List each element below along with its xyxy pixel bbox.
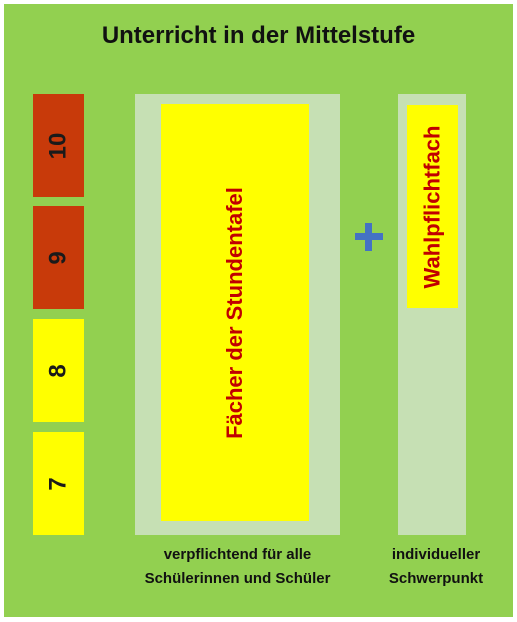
plus-icon <box>355 223 383 251</box>
grade-label-10: 10 <box>44 132 72 159</box>
grade-label-7: 7 <box>44 476 72 491</box>
grade-label-8: 8 <box>44 363 72 378</box>
mandatory-caption-line1: verpflichtend für alle <box>163 546 312 563</box>
grade-box-8: 8 <box>33 319 84 422</box>
elective-caption: individueller Schwerpunkt <box>368 543 504 591</box>
grade-box-10: 10 <box>33 94 84 197</box>
grade-label-9: 9 <box>44 250 72 265</box>
grade-box-7: 7 <box>33 432 84 535</box>
mandatory-subjects-box: Fächer der Stundentafel <box>161 104 309 521</box>
elective-caption-line2: Schwerpunkt <box>388 570 484 587</box>
diagram-title: Unterricht in der Mittelstufe <box>101 22 416 49</box>
mandatory-subjects-label: Fächer der Stundentafel <box>222 186 247 439</box>
grade-box-9: 9 <box>33 206 84 309</box>
mandatory-caption: verpflichtend für alle Schülerinnen und … <box>120 543 355 591</box>
elective-label: Wahlpflichtfach <box>419 125 445 288</box>
elective-box: Wahlpflichtfach <box>407 105 458 308</box>
mandatory-caption-line2: Schülerinnen und Schüler <box>144 570 331 587</box>
elective-caption-line1: individueller <box>391 546 481 563</box>
